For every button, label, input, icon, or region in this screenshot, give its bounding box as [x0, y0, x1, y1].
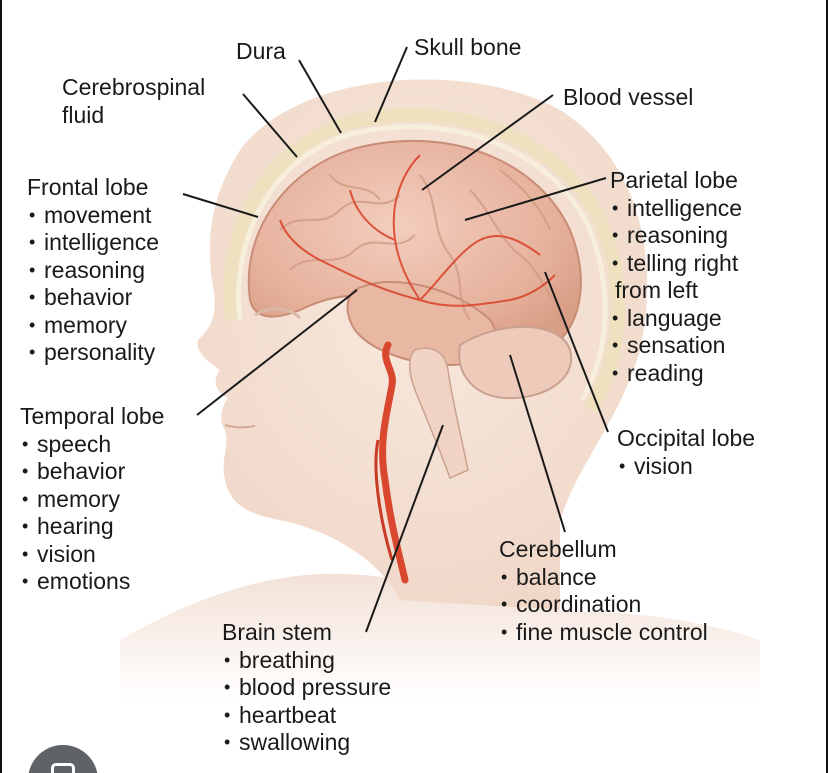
- left-border: [0, 0, 2, 773]
- list-item: vision: [617, 453, 755, 481]
- list-item: reading: [610, 360, 742, 388]
- list-item: personality: [27, 339, 159, 367]
- list-item: movement: [27, 202, 159, 230]
- list-item: behavior: [27, 284, 159, 312]
- label-skull-bone: Skull bone: [414, 34, 521, 62]
- label-parietal-lobe: Parietal lobe intelligence reasoning tel…: [610, 167, 742, 387]
- blood-vessel-title: Blood vessel: [563, 84, 694, 110]
- label-temporal-lobe: Temporal lobe speech behavior memory hea…: [20, 403, 164, 596]
- carotid-artery: [379, 341, 409, 584]
- occipital-lobe-functions: vision: [617, 453, 755, 481]
- label-cerebellum: Cerebellum balance coordination fine mus…: [499, 536, 708, 646]
- list-item: swallowing: [222, 729, 391, 757]
- label-dura: Dura: [236, 38, 286, 66]
- blood-vessels: [279, 154, 556, 307]
- list-item: heartbeat: [222, 702, 391, 730]
- list-item: language: [610, 305, 742, 333]
- label-occipital-lobe: Occipital lobe vision: [617, 425, 755, 480]
- list-item: blood pressure: [222, 674, 391, 702]
- brain-cerebellum: [458, 325, 573, 400]
- list-item: reasoning: [27, 257, 159, 285]
- list-item: speech: [20, 431, 164, 459]
- brain-stem-functions: breathing blood pressure heartbeat swall…: [222, 647, 391, 757]
- cerebellum-title: Cerebellum: [499, 536, 617, 562]
- list-item: balance: [499, 564, 708, 592]
- list-item: memory: [27, 312, 159, 340]
- frontal-lobe-title: Frontal lobe: [27, 174, 149, 200]
- brain-gyri: [279, 169, 561, 321]
- skull-bone-title: Skull bone: [414, 34, 522, 60]
- right-border: [826, 0, 828, 773]
- list-item: intelligence: [27, 229, 159, 257]
- list-item: emotions: [20, 568, 164, 596]
- lens-icon: [51, 763, 75, 773]
- list-item: vision: [20, 541, 164, 569]
- frontal-lobe-functions: movement intelligence reasoning behavior…: [27, 202, 159, 367]
- list-item: reasoning: [610, 222, 742, 250]
- eye-brow: [254, 307, 302, 320]
- leader-lines: [182, 46, 609, 633]
- list-item: telling right: [610, 250, 742, 278]
- csf-title-line2: fluid: [62, 101, 105, 128]
- cerebellum-functions: balance coordination fine muscle control: [499, 564, 708, 647]
- label-blood-vessel: Blood vessel: [563, 84, 693, 112]
- label-cerebrospinal-fluid: Cerebrospinal fluid: [62, 74, 205, 129]
- temporal-lobe-title: Temporal lobe: [20, 403, 165, 429]
- dura-title: Dura: [236, 38, 286, 64]
- list-item: intelligence: [610, 195, 742, 223]
- brain-stem: [409, 347, 469, 480]
- list-item: coordination: [499, 591, 708, 619]
- temporal-lobe-functions: speech behavior memory hearing vision em…: [20, 431, 164, 596]
- csf-title-line1: Cerebrospinal: [62, 74, 206, 100]
- occipital-lobe-title: Occipital lobe: [617, 425, 756, 451]
- label-brain-stem: Brain stem breathing blood pressure hear…: [222, 619, 391, 757]
- list-item: sensation: [610, 332, 742, 360]
- list-item: fine muscle control: [499, 619, 708, 647]
- brain-stem-title: Brain stem: [222, 619, 332, 645]
- list-item: hearing: [20, 513, 164, 541]
- lips: [224, 424, 256, 429]
- parietal-lobe-title: Parietal lobe: [610, 167, 738, 193]
- list-item: behavior: [20, 458, 164, 486]
- label-frontal-lobe: Frontal lobe movement intelligence reaso…: [27, 174, 159, 367]
- list-item-continuation: from left: [615, 277, 699, 303]
- list-item: breathing: [222, 647, 391, 675]
- parietal-lobe-functions: intelligence reasoning telling right fro…: [610, 195, 742, 388]
- list-item: memory: [20, 486, 164, 514]
